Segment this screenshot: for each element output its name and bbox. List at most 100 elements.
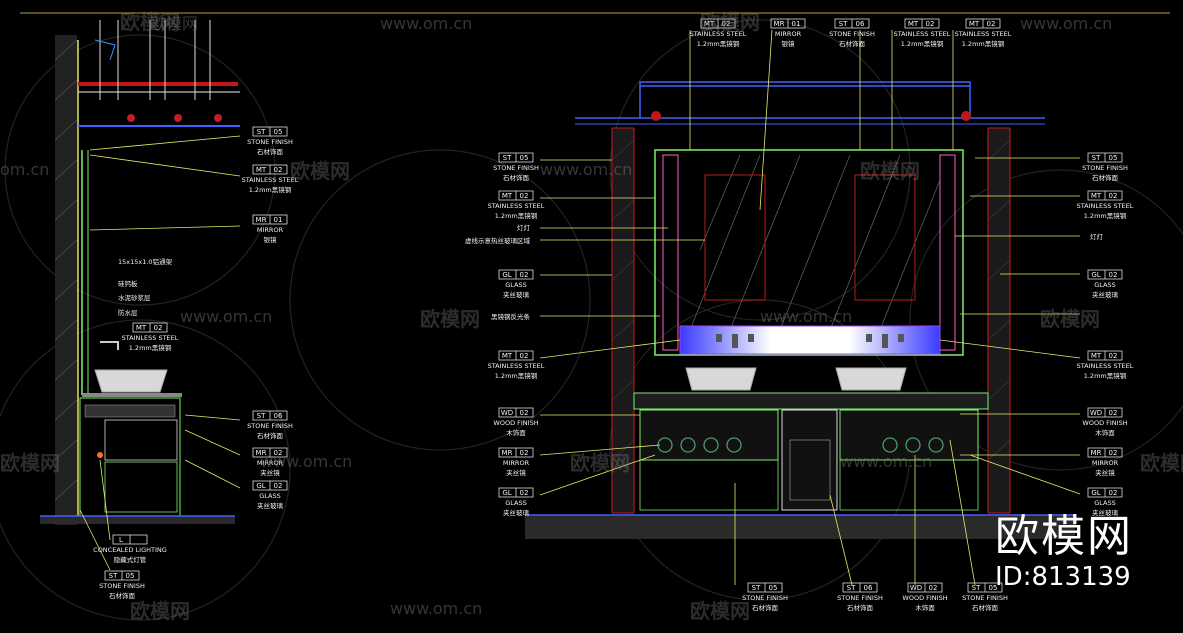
watermark-brand-top: 欧模网	[120, 10, 180, 34]
tag-material-cn: 石材饰面	[972, 603, 999, 612]
tag-code: ST	[972, 584, 981, 592]
watermark-brand-mid: 欧模网	[290, 159, 350, 183]
tag-number: 02	[1109, 352, 1118, 360]
brand-id: ID:813139	[995, 562, 1131, 592]
tag-number: 02	[274, 482, 283, 490]
brand-name: 欧模网	[995, 511, 1133, 562]
tag-code: MR	[256, 216, 267, 224]
tag-material-en: WOOD FINISH	[493, 419, 538, 427]
tag-material-cn: 1.2mm黑镜钢	[1084, 211, 1127, 220]
tag-code: WD	[501, 409, 513, 417]
tag-material-cn: 木饰面	[506, 428, 526, 437]
tag-number: 05	[769, 584, 778, 592]
tag-material-cn: 石材饰面	[257, 147, 284, 156]
tag-code: GL	[1091, 271, 1100, 279]
tag-material-cn: 石材饰面	[1092, 173, 1119, 182]
tag-code: ST	[839, 20, 848, 28]
tag-number: 02	[274, 166, 283, 174]
tag-code: MT	[1091, 352, 1102, 360]
watermark-brand-left-low: 欧模网	[0, 451, 60, 475]
tag-code: ST	[257, 128, 266, 136]
tag-number: 06	[864, 584, 873, 592]
tag-code: L	[119, 536, 123, 544]
tag-number: 02	[520, 489, 529, 497]
tag-material-en: STONE FINISH	[99, 582, 145, 590]
tag-code: MR	[256, 449, 267, 457]
tag-number: 02	[274, 449, 283, 457]
tag-material-cn: 夹丝镜	[260, 468, 280, 477]
watermark-site-low-right: www.om.cn	[840, 452, 932, 471]
tag-number: 02	[154, 324, 163, 332]
tag-code: GL	[1091, 489, 1100, 497]
tag-material-cn: 石材饰面	[839, 39, 866, 48]
tag-material-cn: 夹丝玻璃	[257, 501, 284, 510]
tag-code: MR	[502, 449, 513, 457]
tag-material-cn: 1.2mm黑镜钢	[249, 185, 292, 194]
tag-code: ST	[109, 572, 118, 580]
note-text: 硅钙板	[118, 279, 138, 288]
tag-code: ST	[752, 584, 761, 592]
watermark-brand-right: 欧模网	[1040, 307, 1100, 331]
watermark-brand-low: 欧模网	[570, 451, 630, 475]
tag-material-en: WOOD FINISH	[1082, 419, 1127, 427]
tag-code: MT	[969, 20, 980, 28]
note-text: 防水层	[118, 308, 138, 317]
tag-code: MT	[502, 352, 513, 360]
tag-material-en: STAINLESS STEEL	[1077, 362, 1134, 370]
tag-code: ST	[1092, 154, 1101, 162]
tag-material-en: MIRROR	[257, 459, 284, 467]
tag-number: 02	[722, 20, 731, 28]
tag-code: MT	[704, 20, 715, 28]
tag-material-cn: 夹丝玻璃	[503, 508, 530, 517]
watermark-site: www.om.cn	[380, 14, 472, 33]
tag-number: 02	[520, 192, 529, 200]
tag-material-en: STAINLESS STEEL	[894, 30, 951, 38]
tag-material-cn: 1.2mm黑镜钢	[1084, 371, 1127, 380]
tag-material-en: WOOD FINISH	[902, 594, 947, 602]
tag-code: WD	[1090, 409, 1102, 417]
tag-material-en: STONE FINISH	[829, 30, 875, 38]
tag-number: 02	[929, 584, 938, 592]
watermark-site-tr: www.om.cn	[1020, 14, 1112, 33]
tag-material-en: GLASS	[1094, 499, 1116, 507]
tag-code: MT	[908, 20, 919, 28]
tag-material-cn: 石材饰面	[503, 173, 530, 182]
tag-number: 02	[1109, 409, 1118, 417]
note-text: 灯灯	[1090, 232, 1104, 241]
tag-code: ST	[503, 154, 512, 162]
tag-material-cn: 夹丝玻璃	[503, 290, 530, 299]
watermarks: www.om.cn 欧模网 欧模网 欧模网 www.om.cn om.cn 欧模…	[0, 10, 1183, 623]
tag-material-cn: 木饰面	[1095, 428, 1115, 437]
watermark-brand-mid-right: 欧模网	[860, 159, 920, 183]
tag-material-cn: 银镜	[264, 235, 278, 244]
watermark-site-left: om.cn	[0, 160, 49, 179]
side-section	[40, 20, 240, 525]
tag-number: 02	[1109, 271, 1118, 279]
tag-material-en: STAINLESS STEEL	[488, 202, 545, 210]
tag-material-en: STAINLESS STEEL	[488, 362, 545, 370]
tag-number: 02	[520, 271, 529, 279]
tag-material-en: GLASS	[505, 499, 527, 507]
note-text: 15x15x1.0铝通架	[118, 257, 173, 266]
tag-code: ST	[847, 584, 856, 592]
